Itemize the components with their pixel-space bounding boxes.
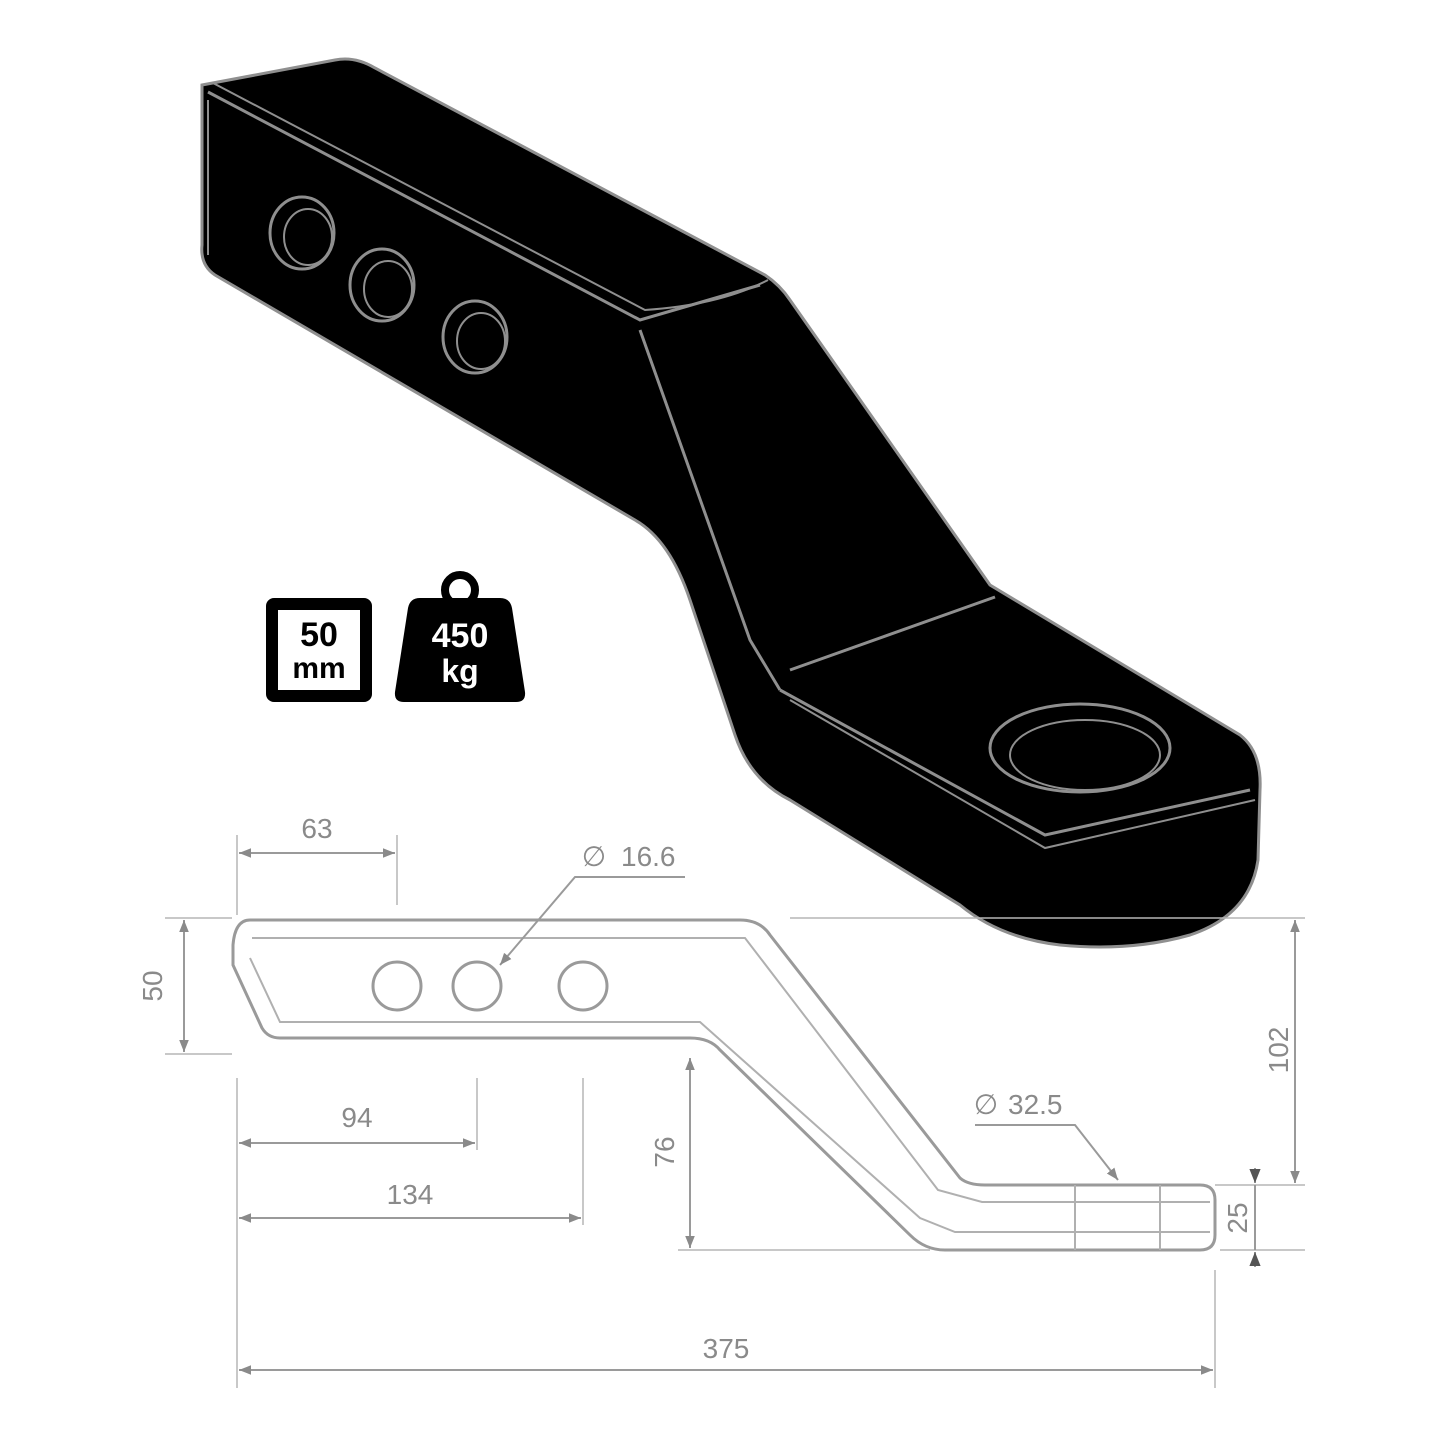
pin-hole-2	[451, 960, 503, 1012]
dim-76: 76	[649, 1136, 680, 1167]
weight-badge: 450 kg	[394, 571, 526, 702]
size-badge: 50 mm	[266, 598, 372, 702]
size-badge-value: 50	[300, 616, 338, 654]
pin-holes-3d	[268, 195, 509, 375]
side-profile-drawing	[231, 918, 1217, 1252]
ball-mount-body	[200, 57, 1262, 949]
extension-lines	[165, 835, 1305, 1388]
dim-94: 94	[341, 1102, 372, 1133]
pin-hole-3	[557, 960, 609, 1012]
dim-375: 375	[703, 1333, 750, 1364]
ball-mount-3d-illustration	[200, 57, 1262, 949]
dim-32-5: 32.5	[1008, 1089, 1063, 1120]
dim-134: 134	[387, 1179, 434, 1210]
load-badge-unit: kg	[441, 653, 478, 689]
dim-16-6-symbol: ∅	[582, 841, 606, 872]
pin-hole-1	[371, 960, 423, 1012]
size-badge-unit: mm	[292, 652, 345, 685]
ball-hole-3d	[988, 702, 1172, 794]
dim-63: 63	[301, 813, 332, 844]
dim-25: 25	[1222, 1202, 1253, 1233]
load-badge-value: 450	[432, 617, 489, 655]
weight-icon	[394, 598, 526, 702]
dim-32-5-symbol: ∅	[974, 1089, 998, 1120]
dimension-lines	[179, 848, 1300, 1375]
dim-102: 102	[1263, 1027, 1294, 1074]
dimension-labels: 63 50 ∅ 16.6 94 134 76 102 ∅ 32.5 25 375	[137, 813, 1294, 1364]
dim-16-6: 16.6	[621, 841, 676, 872]
dim-50: 50	[137, 970, 168, 1001]
